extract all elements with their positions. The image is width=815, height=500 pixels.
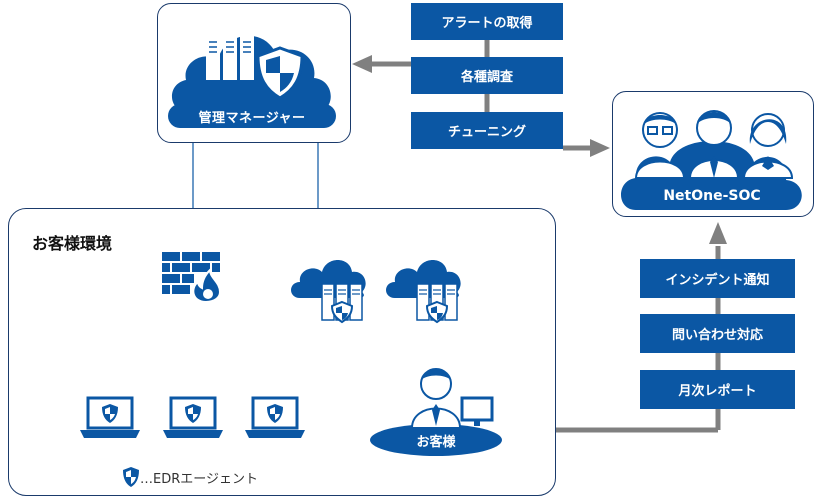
action-investigation: 各種調査: [411, 57, 563, 94]
laptop-edr-icon-3: [245, 396, 305, 438]
action-monthly-report: 月次レポート: [640, 370, 795, 409]
manager-label: 管理マネージャー: [168, 104, 336, 128]
action-incident-notice: インシデント通知: [640, 259, 795, 298]
customer-icon: [370, 368, 502, 456]
cloud-server-shield-icon: [171, 34, 331, 112]
cloud-server-icon-2: [386, 260, 461, 324]
edr-agent-shield-icon: [123, 467, 139, 487]
soc-team-icon: [621, 110, 802, 210]
customer-environment-title: お客様環境: [32, 234, 113, 253]
action-alert-retrieval: アラートの取得: [411, 3, 563, 40]
laptop-edr-icon-2: [163, 396, 223, 438]
legend-text: …EDRエージェント: [140, 472, 258, 487]
laptop-edr-icon-1: [80, 396, 140, 438]
action-inquiry-response: 問い合わせ対応: [640, 314, 795, 353]
soc-label: NetOne-SOC: [663, 188, 761, 204]
firewall-icon: [162, 252, 222, 304]
customer-label: お客様: [416, 435, 456, 450]
action-tuning: チューニング: [411, 112, 563, 149]
cloud-server-icon-1: [291, 260, 366, 324]
